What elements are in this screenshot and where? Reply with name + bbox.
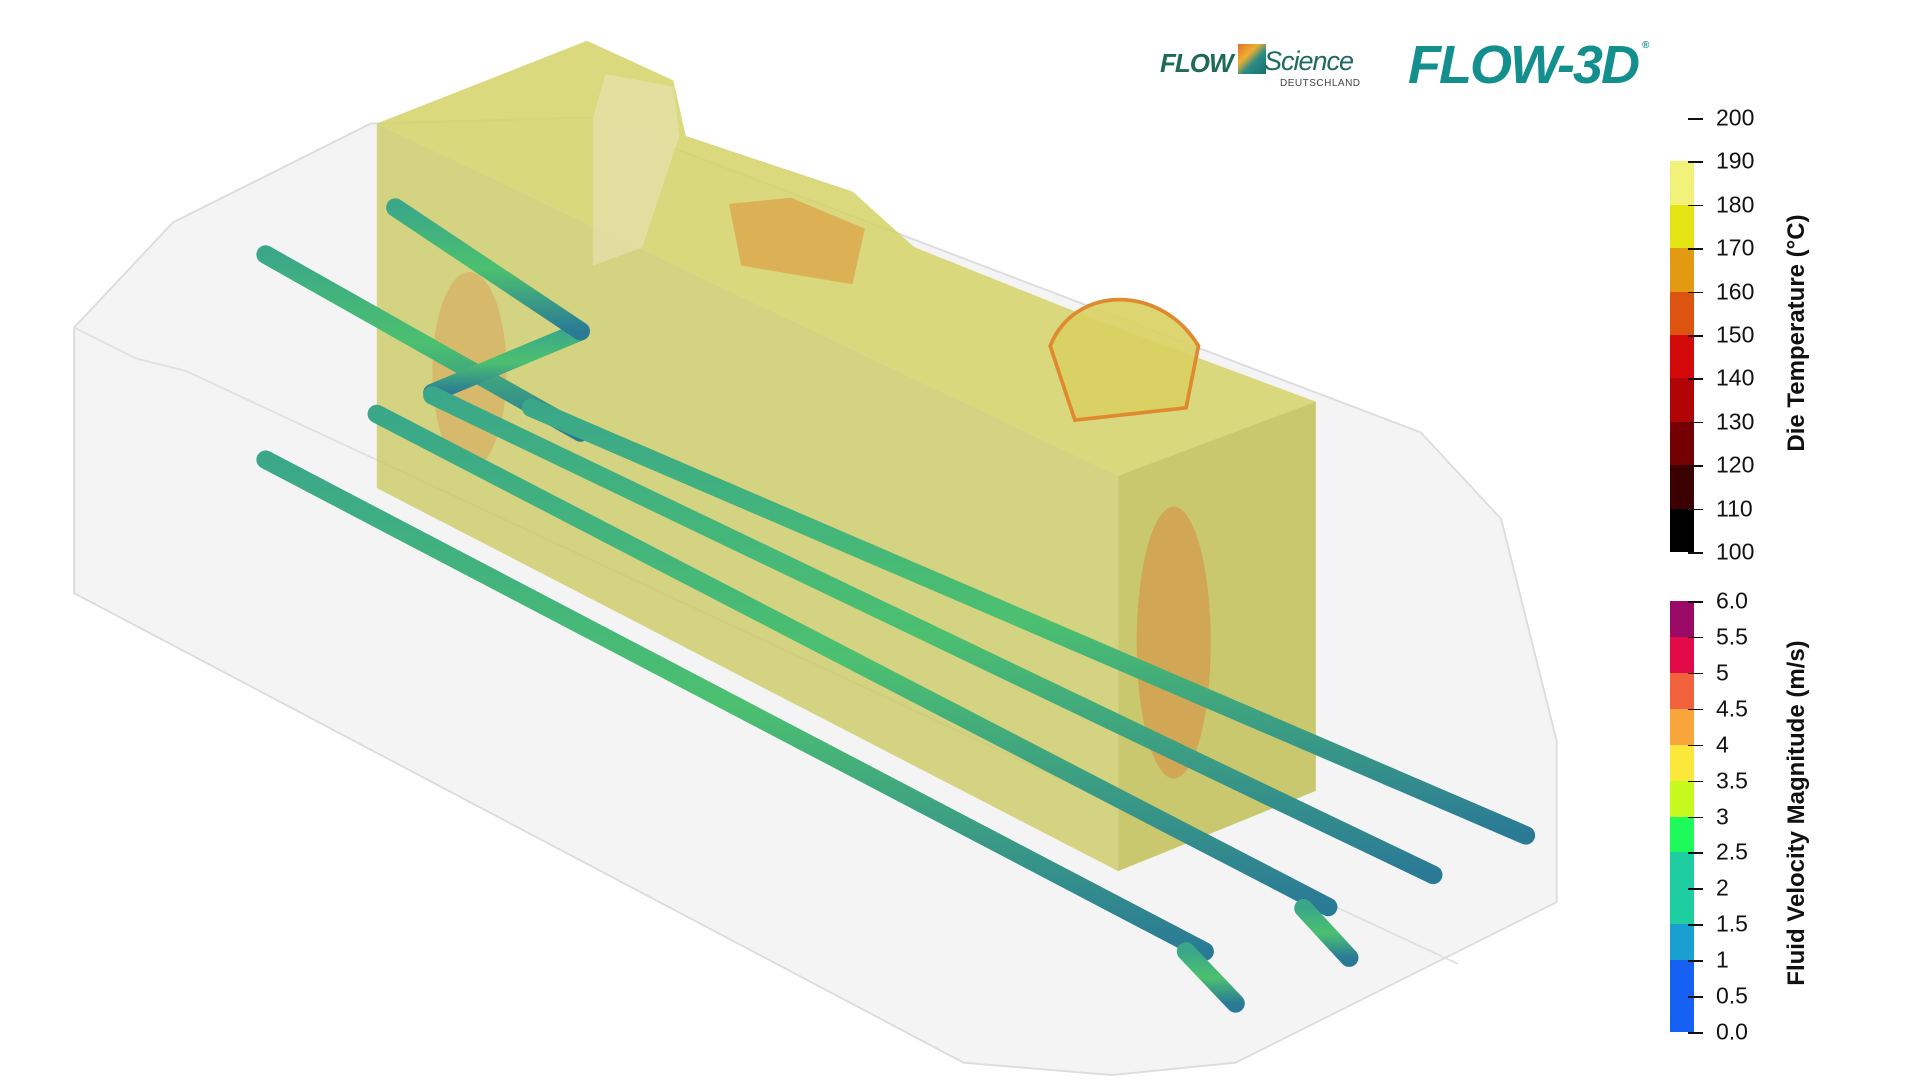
legend-band	[1670, 465, 1694, 510]
legend-band	[1670, 204, 1694, 249]
legend-tick	[1688, 465, 1703, 467]
legend-tick-label: 3	[1716, 803, 1729, 829]
legend-tick-label: 110	[1716, 495, 1753, 522]
cooling-channels	[256, 197, 1536, 1013]
legend-tick-label: 2	[1716, 874, 1729, 901]
legend-tick-label: 150	[1716, 321, 1755, 348]
legend-tick-label: 0.5	[1716, 982, 1748, 1009]
legend-tick-label: 160	[1716, 278, 1755, 305]
legend-title: Die Temperature (°C)	[1783, 214, 1810, 452]
legend-band	[1670, 248, 1694, 293]
flow3d-logo-text: FLOW-3D	[1408, 35, 1640, 95]
legend-band	[1670, 708, 1694, 746]
legend-title: Fluid Velocity Magnitude (m/s)	[1783, 640, 1810, 986]
legend-tick	[1688, 924, 1703, 926]
legend-band	[1670, 421, 1694, 466]
legend-band	[1670, 744, 1694, 782]
legend-tick	[1688, 378, 1703, 380]
legend-tick	[1688, 816, 1703, 818]
flow-science-logo-sub: DEUTSCHLAND	[1280, 78, 1361, 89]
legend-tick-label: 5	[1716, 659, 1729, 686]
legend-tick-label: 0.0	[1716, 1018, 1748, 1045]
legend-tick	[1688, 636, 1703, 639]
legend-band	[1670, 508, 1694, 553]
legend-tick-label: 180	[1716, 191, 1755, 218]
legend-tick-label: 1	[1716, 946, 1729, 973]
legend-band	[1670, 924, 1694, 961]
legend-tick-label: 140	[1716, 364, 1755, 391]
legend-tick-label: 100	[1716, 538, 1755, 565]
legend-band	[1670, 672, 1694, 710]
legend-tick	[1688, 960, 1703, 962]
legend-tick-label: 4	[1716, 731, 1729, 758]
flow-science-logo: FLOW Science DEUTSCHLAND	[1160, 44, 1360, 94]
legend-tick-label: 5.5	[1716, 623, 1748, 650]
legend-band	[1670, 378, 1694, 423]
flow-science-logo-word1: FLOW	[1160, 48, 1234, 78]
legend-tick-label: 6.0	[1716, 587, 1748, 614]
legend-tick	[1688, 204, 1703, 207]
legend-tick	[1688, 744, 1703, 747]
flow-science-logo-word2: Science	[1264, 46, 1354, 76]
legend-tick	[1688, 248, 1703, 250]
legend-tick	[1688, 508, 1703, 511]
legend-tick-label: 1.5	[1716, 910, 1748, 937]
legend-tick-label: 190	[1716, 147, 1755, 174]
flow-science-wave-icon	[1238, 44, 1266, 74]
legend-band	[1670, 636, 1694, 674]
legend-tick	[1688, 996, 1703, 998]
legend-tick	[1688, 421, 1703, 424]
legend-tick-label: 170	[1716, 234, 1755, 261]
legend-band	[1670, 601, 1694, 638]
legend-tick	[1688, 888, 1703, 890]
legend-band	[1670, 816, 1694, 853]
legend-tick	[1688, 335, 1703, 337]
legend-tick-label: 120	[1716, 451, 1755, 478]
legend-tick	[1688, 291, 1703, 294]
legend-tick	[1688, 161, 1703, 163]
legend-tick	[1688, 1032, 1703, 1034]
legend-tick	[1688, 852, 1703, 854]
flow3d-logo: FLOW-3D®	[1408, 34, 1649, 96]
legend-tick	[1688, 118, 1703, 120]
legend-tick	[1688, 601, 1703, 603]
legend-band	[1670, 780, 1694, 817]
legend-band	[1670, 291, 1694, 336]
legend-tick	[1688, 708, 1703, 711]
legend-tick	[1688, 672, 1703, 675]
registered-mark: ®	[1641, 40, 1650, 51]
legend-band	[1670, 161, 1694, 206]
legend-tick-label: 3.5	[1716, 767, 1748, 794]
legend-tick-label: 200	[1716, 104, 1755, 131]
legend-tick	[1688, 780, 1703, 783]
legend-tick-label: 4.5	[1716, 695, 1748, 722]
legend-tick-label: 2.5	[1716, 838, 1748, 865]
legend-band	[1670, 335, 1694, 379]
legend-tick	[1688, 552, 1703, 554]
legend-tick-label: 130	[1716, 408, 1755, 435]
